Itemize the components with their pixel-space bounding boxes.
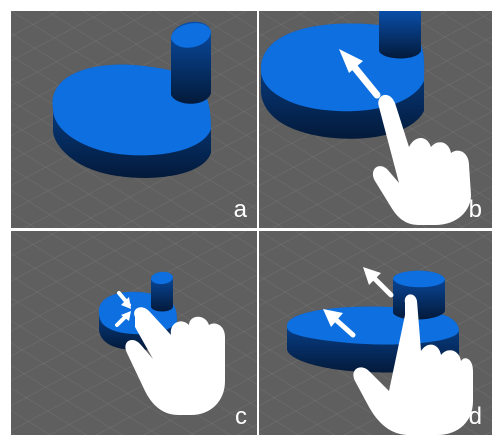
panel-label: d [469,405,482,429]
panel-label: b [469,198,482,222]
panel-b: b [259,11,492,228]
panel-d-scene [259,231,492,435]
panel-label: c [235,405,247,429]
panel-a-scene [11,11,257,228]
panel-b-scene [259,11,492,228]
boss-side [379,11,421,59]
panel-c-scene [11,231,257,435]
panel-a: a [11,11,257,228]
panel-d: d [259,231,492,435]
panel-c: c [11,231,257,435]
panel-label: a [234,198,247,222]
